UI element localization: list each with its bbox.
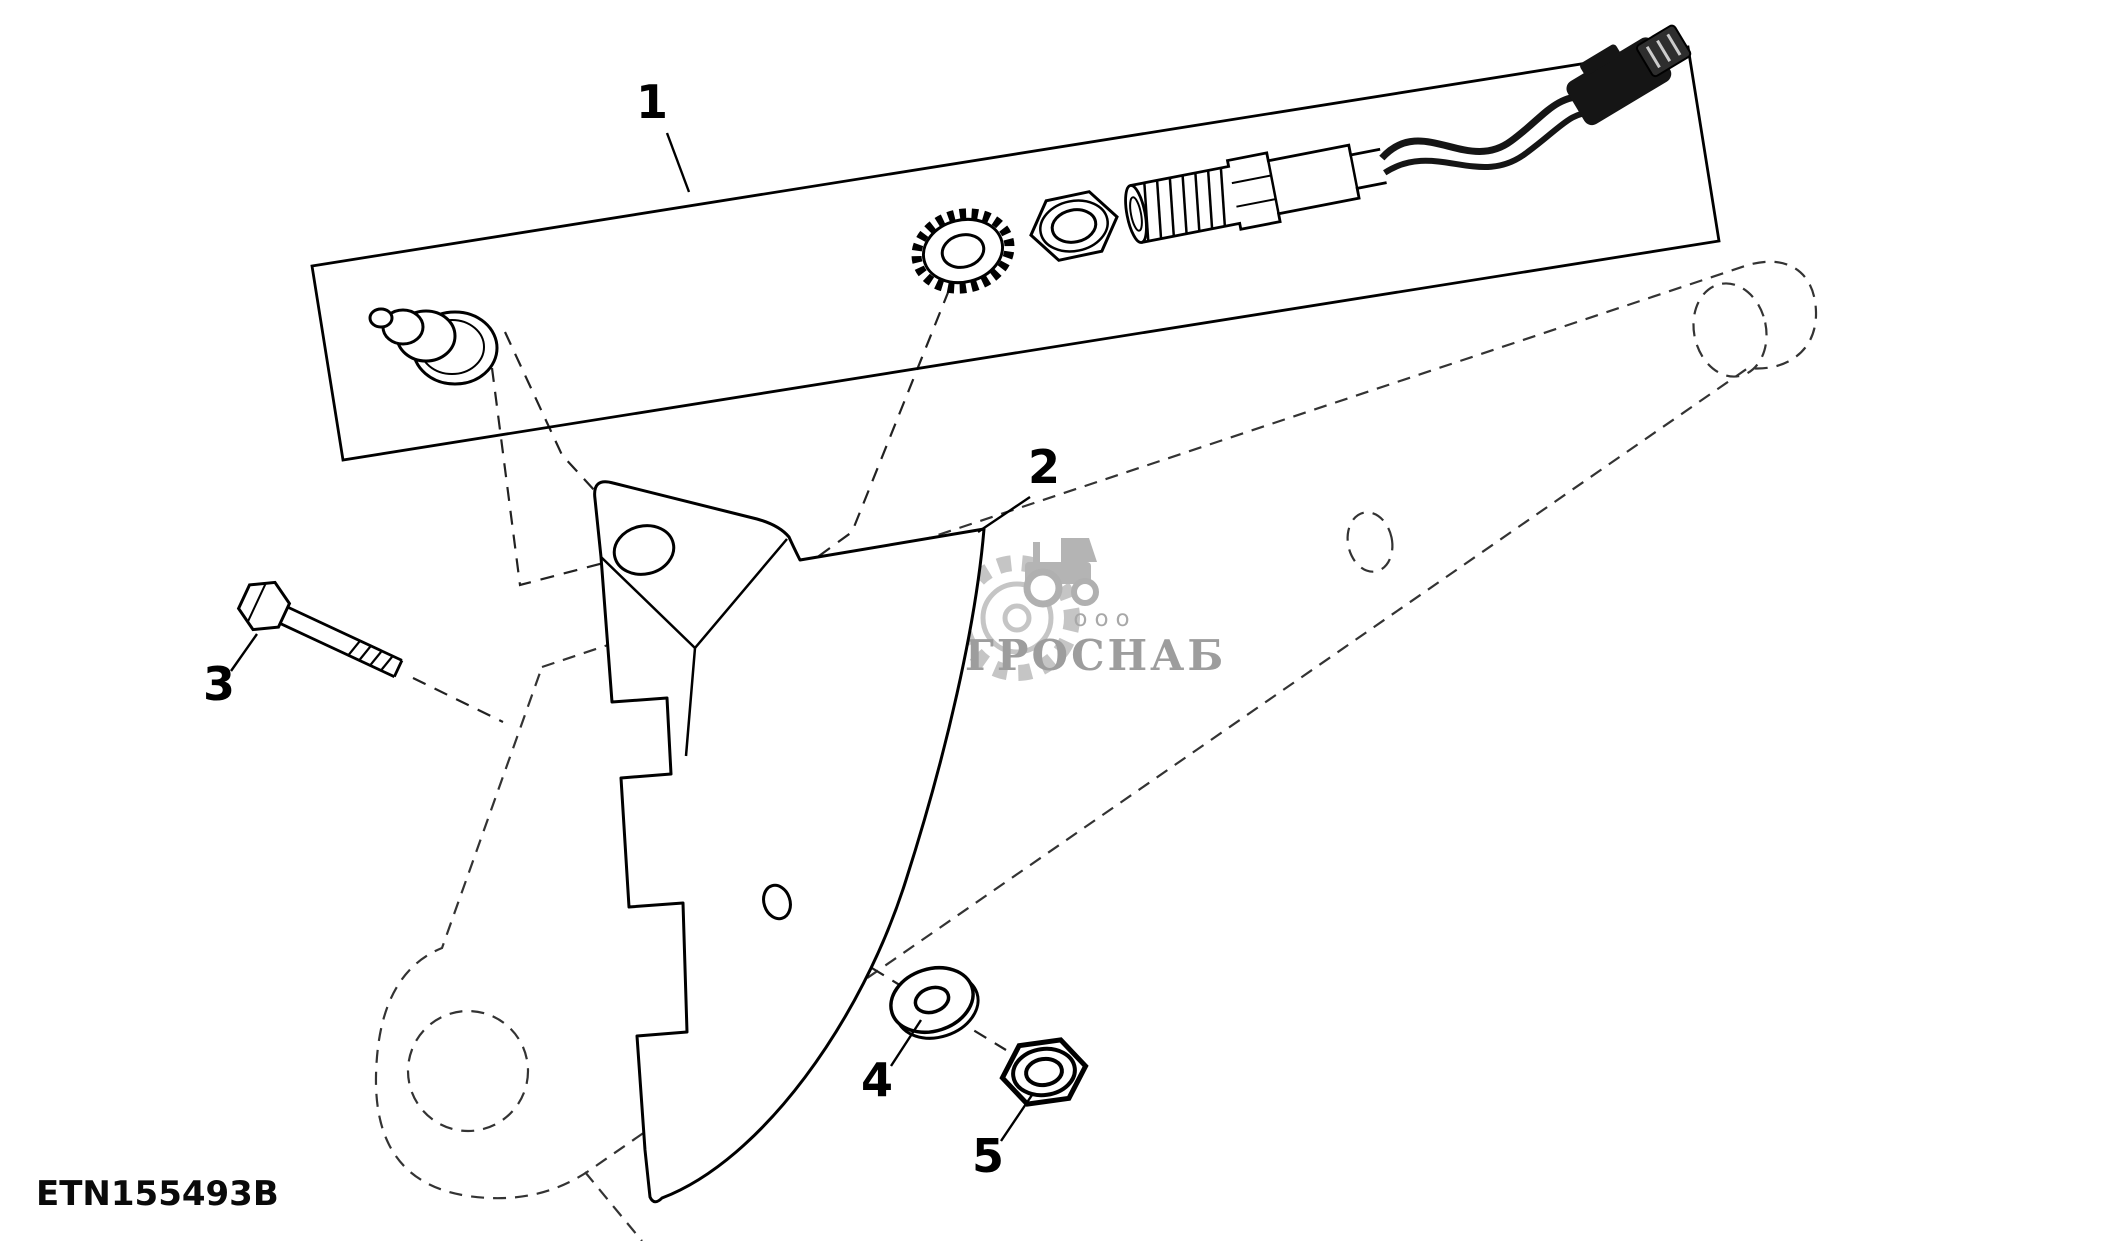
mounting-bolt — [236, 580, 404, 678]
sensor-wire-1 — [1379, 92, 1588, 161]
callout-4-label: 4 — [861, 1053, 893, 1107]
mounting-bracket — [593, 480, 986, 1204]
sensor-tip-inner — [1129, 196, 1143, 232]
watermark: ооо АГРОСНАБ — [928, 538, 1227, 681]
callout-1-label: 1 — [636, 75, 668, 129]
bracket-small-hole — [762, 883, 792, 921]
wire-connector — [1566, 24, 1692, 126]
sensor-kit-box — [310, 24, 1721, 462]
callout-3-leader — [230, 633, 258, 672]
frame-arm-hidden-outline — [374, 260, 1818, 1241]
temperature-sensor — [1124, 24, 1692, 244]
washer-projection-line — [785, 289, 951, 581]
callout-4-leader — [889, 1019, 923, 1067]
sensor-grommet — [368, 307, 499, 386]
jam-nut — [1025, 187, 1124, 265]
bolt-head — [236, 580, 292, 632]
hex-nut — [998, 1037, 1089, 1107]
kit-box-outline — [310, 45, 1721, 462]
watermark-prefix: ооо — [1073, 606, 1136, 632]
sensor-threads — [1143, 168, 1227, 241]
bracket-fold-line — [600, 556, 696, 649]
callout-5-label: 5 — [972, 1129, 1004, 1183]
bracket-mount-hole — [612, 524, 676, 576]
grommet-projection-line-2 — [490, 367, 631, 587]
arm-pivot-hole — [406, 1009, 530, 1133]
arm-middle-hole — [1346, 511, 1394, 573]
callout-1-leader — [665, 132, 691, 193]
callout-5-leader — [1000, 1094, 1033, 1142]
bolt-projection-line — [412, 677, 504, 723]
callouts: 1 2 3 4 5 — [203, 75, 1060, 1183]
callout-3-label: 3 — [203, 657, 235, 711]
arm-lower-edge — [584, 1171, 643, 1241]
sensor-wire-2 — [1383, 109, 1596, 176]
callout-2-label: 2 — [1028, 440, 1060, 494]
callout-2-leader — [977, 496, 1031, 533]
watermark-name: АГРОСНАБ — [928, 631, 1227, 680]
nut-projection-line — [789, 917, 1007, 1051]
tractor-logo-icon — [1023, 538, 1099, 608]
flat-washer — [889, 966, 980, 1040]
bolt-threads — [346, 639, 395, 672]
drawing-number: ETN155493B — [36, 1174, 279, 1214]
lock-washer — [911, 208, 1015, 294]
